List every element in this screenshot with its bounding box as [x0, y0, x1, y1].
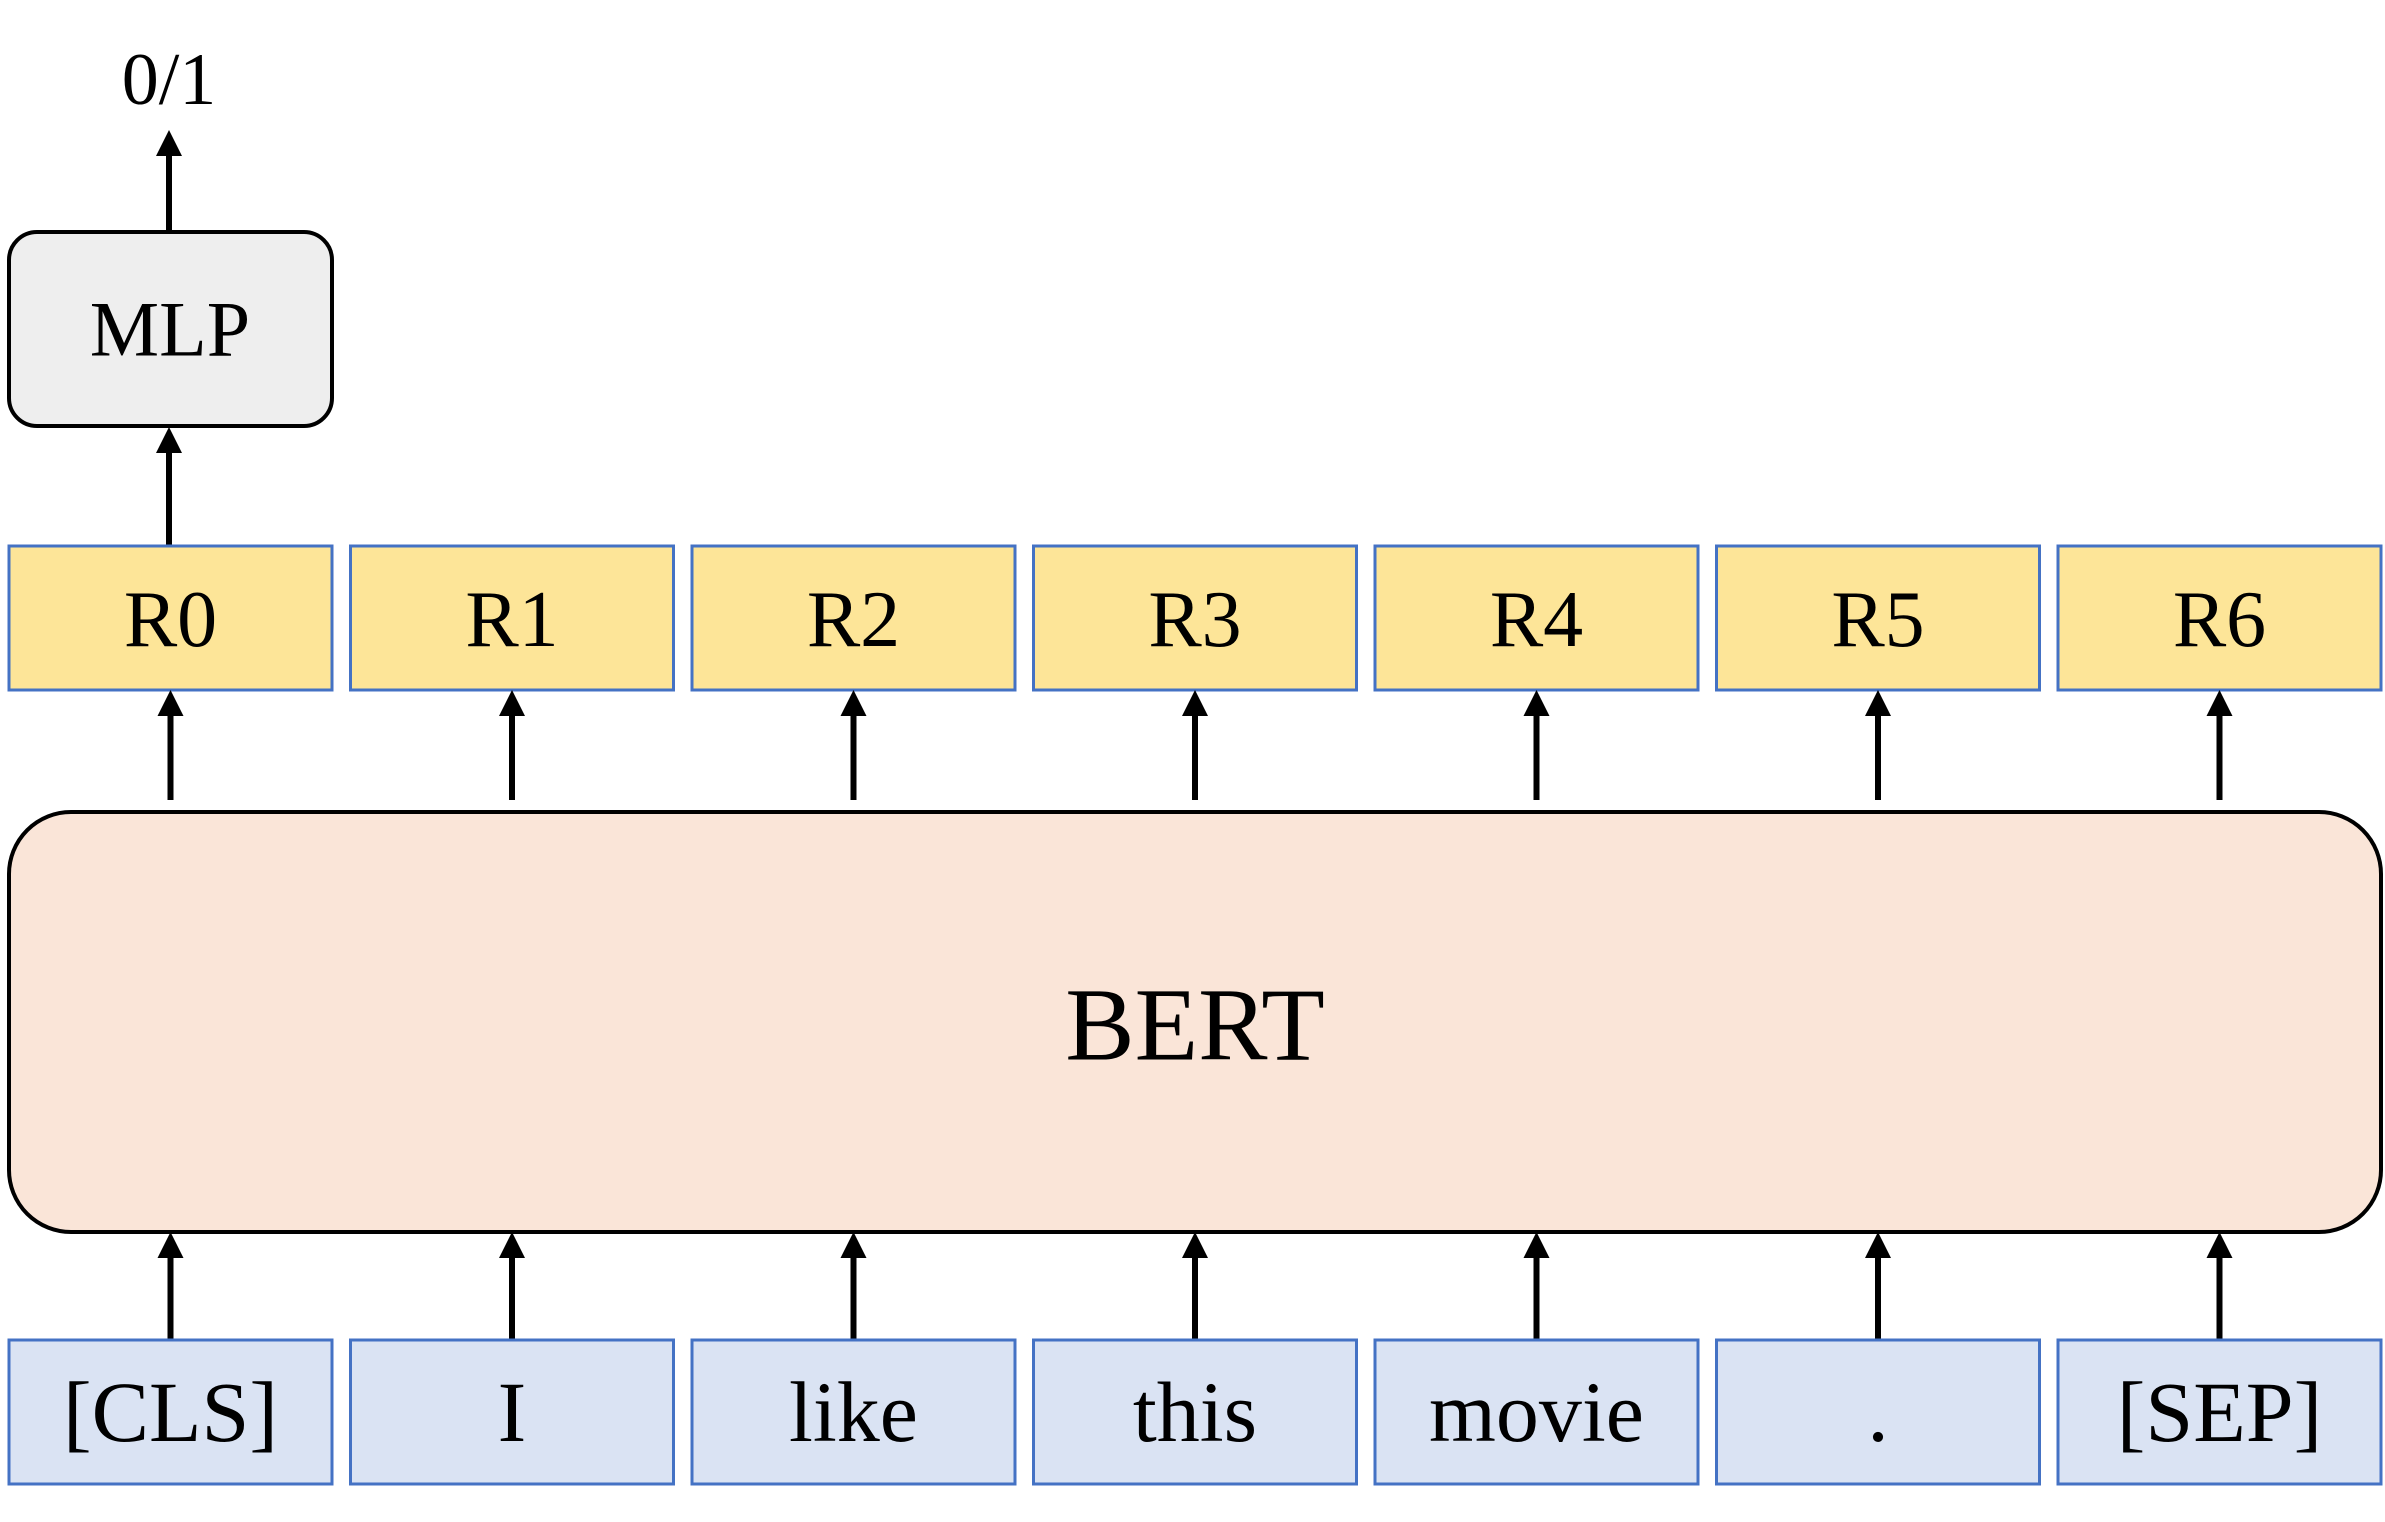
- token-box: [CLS]: [7, 1338, 334, 1486]
- arrow-token-to-bert: [1523, 1232, 1550, 1340]
- arrow-token-to-bert: [1865, 1232, 1891, 1340]
- token-box: I: [349, 1338, 675, 1486]
- token-label: .: [1867, 1364, 1889, 1460]
- representation-label: R1: [465, 576, 558, 664]
- token-label: [SEP]: [2117, 1364, 2322, 1460]
- output-label: 0/1: [122, 39, 217, 121]
- arrow-token-to-bert: [2206, 1232, 2233, 1340]
- arrow-to-r5: [1865, 690, 1891, 800]
- token-label: [CLS]: [63, 1364, 278, 1460]
- representation-label: R6: [2173, 576, 2266, 664]
- token-input-arrows: [157, 1232, 2233, 1340]
- token-label: movie: [1429, 1364, 1644, 1460]
- token-box: [SEP]: [2056, 1338, 2383, 1486]
- arrow-to-r4: [1523, 690, 1550, 800]
- arrow-token-to-bert: [157, 1232, 184, 1340]
- arrow-to-r3: [1182, 690, 1208, 800]
- arrow-token-to-bert: [840, 1232, 867, 1340]
- representation-row: R0 R1 R2 R3 R4 R5 R6: [7, 544, 2383, 692]
- token-label: like: [789, 1364, 918, 1460]
- token-box: movie: [1373, 1338, 1700, 1486]
- representation-box-r1: R1: [349, 544, 675, 692]
- arrow-to-r2: [840, 690, 867, 800]
- mlp-block: MLP: [7, 230, 334, 428]
- arrow-token-to-bert: [499, 1232, 525, 1340]
- arrow-to-r1: [499, 690, 525, 800]
- representation-box-r2: R2: [690, 544, 1017, 692]
- bert-label: BERT: [1065, 968, 1325, 1083]
- token-label: this: [1133, 1364, 1257, 1460]
- representation-box-r4: R4: [1373, 544, 1700, 692]
- arrow-to-r6: [2206, 690, 2233, 800]
- arrow-token-to-bert: [1182, 1232, 1208, 1340]
- representation-label: R2: [807, 576, 900, 664]
- token-box: .: [1715, 1338, 2041, 1486]
- representation-label: R3: [1148, 576, 1241, 664]
- mlp-label: MLP: [90, 286, 250, 373]
- token-label: I: [498, 1364, 527, 1460]
- encoder-output-arrows: [157, 690, 2233, 800]
- arrow-r0-to-mlp: [156, 427, 182, 545]
- arrow-mlp-to-output: [156, 130, 182, 232]
- representation-label: R4: [1490, 576, 1583, 664]
- token-box: like: [690, 1338, 1017, 1486]
- representation-label: R5: [1831, 576, 1924, 664]
- representation-box-r3: R3: [1032, 544, 1358, 692]
- representation-label: R0: [124, 576, 217, 664]
- token-box: this: [1032, 1338, 1358, 1486]
- bert-block: BERT: [7, 810, 2383, 1234]
- representation-box-r6: R6: [2056, 544, 2383, 692]
- representation-box-r5: R5: [1715, 544, 2041, 692]
- representation-box-r0: R0: [7, 544, 334, 692]
- arrow-to-r0: [157, 690, 184, 800]
